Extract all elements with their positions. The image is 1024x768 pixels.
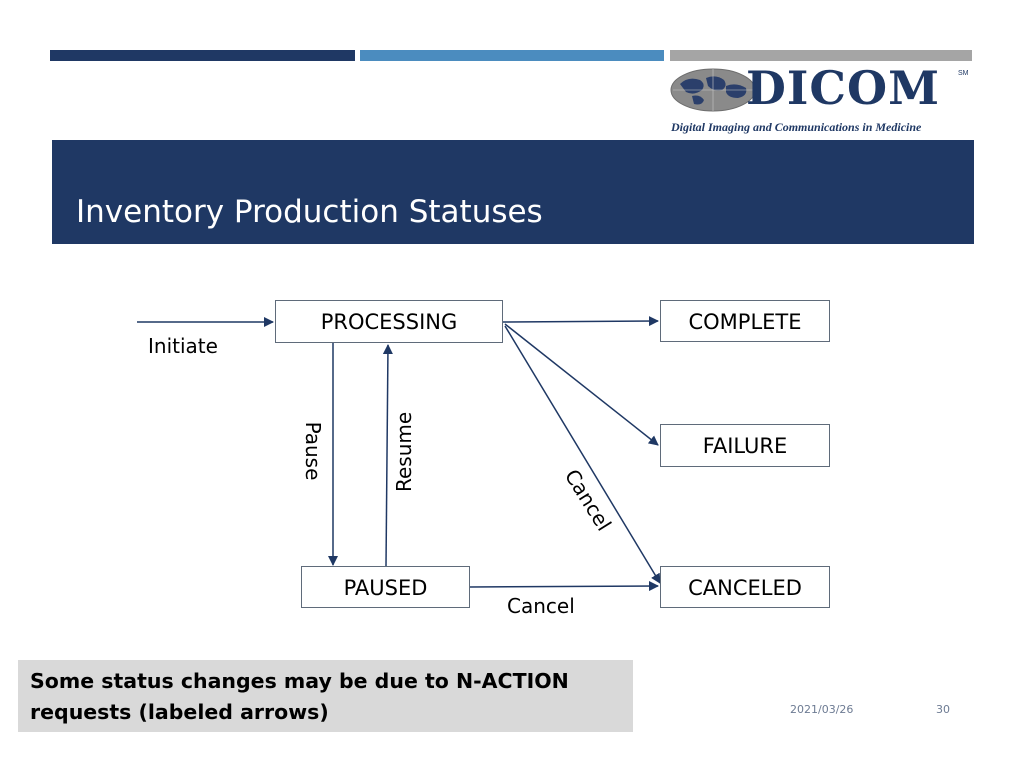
page-number: 30 [936,703,950,716]
note-emphasis: N-ACTION [456,669,569,693]
arrow-processing-complete [502,316,659,327]
note-prefix: Some status changes may be due to [30,669,457,693]
arrow-resume [382,344,393,567]
state-paused-label: PAUSED [343,576,428,600]
logo-tagline: Digital Imaging and Communications in Me… [671,120,922,134]
logo-wordmark: DICOM [746,61,941,115]
label-cancel-bottom: Cancel [507,594,575,618]
state-failure-label: FAILURE [702,434,788,458]
label-initiate: Initiate [148,334,218,358]
note-text: Some status changes may be due to N-ACTI… [30,666,630,728]
logo-trademark: SM [958,70,969,77]
state-canceled-label: CANCELED [688,576,802,600]
state-complete: COMPLETE [660,300,830,342]
footer-date: 2021/03/26 [790,703,854,716]
arrow-processing-failure [504,323,659,446]
accent-bar-navy [50,50,355,61]
note-suffix: requests (labeled arrows) [30,700,329,724]
arrow-paused-canceled [469,581,659,592]
accent-bar-blue [360,50,664,61]
slide-title: Inventory Production Statuses [76,194,543,230]
note-box: Some status changes may be due to N-ACTI… [18,660,633,732]
state-failure: FAILURE [660,424,830,467]
dicom-logo: DICOM SM Digital Imaging and Communicati… [668,62,974,136]
arrow-processing-canceled [504,325,661,584]
label-pause: Pause [301,421,325,481]
state-paused: PAUSED [301,566,470,608]
title-band: Inventory Production Statuses [52,140,974,244]
state-processing-label: PROCESSING [320,310,458,334]
state-processing: PROCESSING [275,300,503,343]
globe-icon [670,68,756,112]
accent-bar-gray [670,50,972,61]
state-canceled: CANCELED [660,566,830,608]
state-complete-label: COMPLETE [688,310,802,334]
label-resume: Resume [392,411,416,492]
